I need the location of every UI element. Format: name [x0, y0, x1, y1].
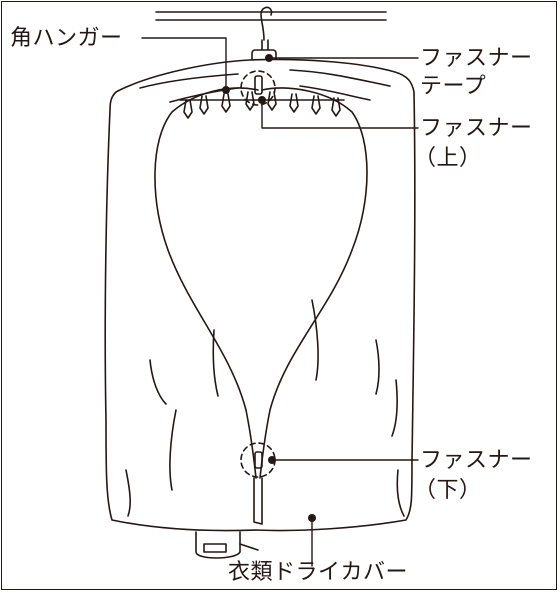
hanger-hook	[251, 6, 277, 65]
zipper-opening	[154, 87, 368, 525]
label-zipper-bottom-line1: ファスナー	[420, 448, 533, 473]
base-connector	[195, 531, 259, 559]
label-zipper-top-line2: （上）	[414, 146, 482, 171]
zipper-top-marker	[240, 70, 276, 106]
label-zipper-top-line1: ファスナー	[420, 116, 533, 141]
label-zipper-bottom-line2: （下）	[414, 478, 482, 503]
zipper-pulls	[254, 75, 263, 469]
cover-body	[104, 58, 416, 532]
label-dryer-cover: 衣類ドライカバー	[228, 560, 409, 585]
label-zipper-tape-line1: ファスナー	[420, 46, 533, 71]
label-hanger: 角ハンガー	[10, 26, 123, 51]
leader-lines	[141, 37, 419, 567]
label-zipper-tape-line2: テープ	[420, 74, 487, 99]
